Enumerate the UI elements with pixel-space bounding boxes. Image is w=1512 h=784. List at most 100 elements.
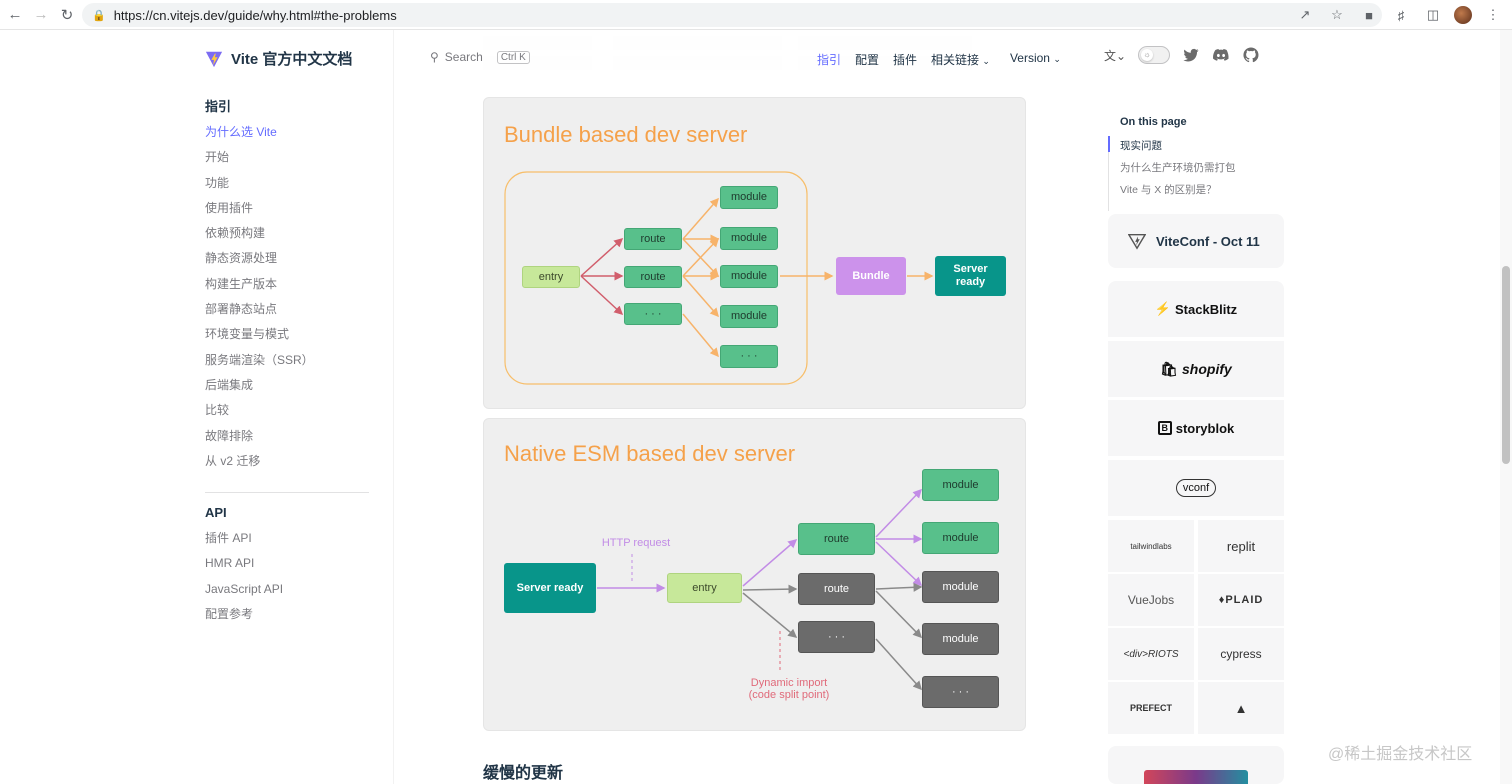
forward-icon[interactable]: → bbox=[33, 6, 49, 23]
sidebar-item-js-api[interactable]: JavaScript API bbox=[205, 581, 284, 596]
dynamic-import-text: Dynamic import bbox=[750, 677, 828, 689]
address-bar[interactable]: 🔒 https://cn.vitejs.dev/guide/why.html#t… bbox=[82, 3, 1382, 27]
watermark: @稀土掘金技术社区 bbox=[1328, 746, 1473, 763]
module-node: module bbox=[720, 305, 778, 328]
discord-icon[interactable] bbox=[1212, 46, 1230, 64]
page-scrollbar[interactable] bbox=[1500, 30, 1512, 784]
extension-icon[interactable]: ■ bbox=[1365, 7, 1373, 23]
nav-guide[interactable]: 指引 bbox=[817, 53, 842, 67]
scrollbar-thumb[interactable] bbox=[1502, 266, 1510, 464]
search-icon: ⚲ bbox=[430, 50, 439, 64]
bookmark-star-icon[interactable]: ☆ bbox=[1331, 7, 1343, 22]
share-icon[interactable]: ↗ bbox=[1299, 7, 1311, 22]
site-logo[interactable]: Vite 官方中文文档 bbox=[205, 48, 352, 69]
sidebar-item-why-vite[interactable]: 为什么选 Vite bbox=[205, 125, 277, 139]
sidebar-item-getting-started[interactable]: 开始 bbox=[205, 150, 230, 165]
back-icon[interactable]: ← bbox=[7, 6, 23, 23]
route-node: route bbox=[624, 228, 682, 250]
sponsor-divriots[interactable]: <div>RIOTS bbox=[1108, 628, 1194, 680]
nav-version-label: Version bbox=[1009, 51, 1050, 65]
toc-active-marker bbox=[1108, 136, 1110, 152]
translate-icon[interactable]: 文⌄ bbox=[1104, 48, 1127, 63]
sponsor-plaid[interactable]: ♦PLAID bbox=[1198, 574, 1284, 626]
theme-toggle[interactable]: ☼ bbox=[1138, 46, 1171, 64]
toc-item-vite-vs-x[interactable]: Vite 与 X 的区别是？ bbox=[1120, 184, 1217, 196]
plaid-icon: ♦ bbox=[1218, 594, 1226, 606]
sidebar-item-static-deploy[interactable]: 部署静态站点 bbox=[205, 302, 278, 317]
prefect-label: PREFECT bbox=[1129, 703, 1172, 713]
sun-icon: ☼ bbox=[1141, 49, 1154, 61]
toc-item-problems[interactable]: 现实问题 bbox=[1120, 140, 1162, 152]
nav-menu: 指引 配置 插件 相关链接 ⌄ Version ⌄ bbox=[817, 51, 1061, 68]
nav-version-dropdown[interactable]: Version ⌄ bbox=[1010, 51, 1061, 68]
http-request-label: HTTP request bbox=[601, 537, 671, 549]
sidebar-item-build[interactable]: 构建生产版本 bbox=[205, 276, 278, 291]
sidebar-item-plugin-api[interactable]: 插件 API bbox=[205, 531, 252, 545]
dynamic-import-label: Dynamic import (code split point) bbox=[734, 677, 844, 701]
sponsor-stackblitz[interactable]: ⚡StackBlitz bbox=[1108, 281, 1284, 337]
module-node: module bbox=[720, 265, 778, 288]
twitter-icon[interactable] bbox=[1182, 46, 1200, 64]
sponsor-replit[interactable]: replit bbox=[1198, 520, 1284, 572]
storyblok-label: storyblok bbox=[1175, 420, 1235, 436]
sidebar-item-dep-prebundling[interactable]: 依赖预构建 bbox=[205, 226, 266, 241]
search-button[interactable]: ⚲ Search Ctrl K bbox=[430, 50, 530, 64]
route-node-inactive: route bbox=[798, 573, 875, 605]
route-more-node: · · · bbox=[798, 621, 875, 653]
esm-diagram-title: Native ESM based dev server bbox=[504, 441, 796, 466]
toc-rail bbox=[1108, 136, 1109, 211]
server-ready-node: Server ready bbox=[935, 256, 1006, 296]
side-panel-icon[interactable]: ◫ bbox=[1426, 7, 1440, 22]
sidebar-item-assets[interactable]: 静态资源处理 bbox=[205, 251, 278, 266]
sponsor-cypress[interactable]: cypress bbox=[1198, 628, 1284, 680]
bolt-icon: ⚡ bbox=[1154, 301, 1172, 316]
sponsor-prefect[interactable]: PREFECT bbox=[1108, 682, 1194, 734]
cypress-label: cypress bbox=[1220, 647, 1262, 661]
puzzle-icon[interactable]: ♯ bbox=[1397, 7, 1405, 23]
sponsor-shopify[interactable]: 🛍shopify bbox=[1108, 341, 1284, 397]
viteconf-banner[interactable]: ViteConf - Oct 11 bbox=[1108, 214, 1284, 268]
sidebar-item-features[interactable]: 功能 bbox=[205, 175, 230, 190]
sidebar-item-ssr[interactable]: 服务端渲染（SSR） bbox=[205, 352, 314, 367]
sidebar-item-migration[interactable]: 从 v2 迁移 bbox=[205, 453, 261, 468]
nav-links-label: 相关链接 bbox=[931, 53, 980, 67]
route-node: route bbox=[624, 266, 682, 288]
nav-links-dropdown[interactable]: 相关链接 ⌄ bbox=[931, 51, 990, 68]
sidebar-item-backend[interactable]: 后端集成 bbox=[205, 377, 254, 392]
menu-dots-icon[interactable]: ⋮ bbox=[1486, 7, 1500, 22]
logo-text: Vite 官方中文文档 bbox=[231, 51, 353, 68]
sidebar-item-hmr-api[interactable]: HMR API bbox=[205, 556, 255, 571]
sidebar-item-comparisons[interactable]: 比较 bbox=[205, 403, 230, 418]
toc-item-why-bundle[interactable]: 为什么生产环境仍需打包 bbox=[1120, 162, 1236, 174]
vconf-label: vconf bbox=[1175, 479, 1217, 497]
lock-icon: 🔒 bbox=[92, 9, 106, 22]
module-node: module bbox=[720, 186, 778, 209]
sidebar-item-using-plugins[interactable]: 使用插件 bbox=[205, 200, 254, 215]
section-heading: 缓慢的更新 bbox=[483, 765, 564, 782]
sponsor-tailwind[interactable]: tailwindlabs bbox=[1108, 520, 1194, 572]
module-node: module bbox=[922, 469, 999, 501]
ad-thumbnail[interactable] bbox=[1144, 770, 1248, 784]
sidebar-item-config-ref[interactable]: 配置参考 bbox=[205, 606, 254, 621]
sponsor-vueconf[interactable]: vconf bbox=[1108, 460, 1284, 516]
stackblitz-label: StackBlitz bbox=[1175, 301, 1238, 317]
profile-avatar[interactable] bbox=[1454, 6, 1472, 24]
sidebar-item-troubleshooting[interactable]: 故障排除 bbox=[205, 428, 254, 443]
sidebar-guide-title: 指引 bbox=[205, 99, 232, 114]
nav-config[interactable]: 配置 bbox=[855, 53, 880, 67]
github-icon[interactable] bbox=[1242, 46, 1260, 64]
sidebar: Vite 官方中文文档 指引 为什么选 Vite 开始 功能 使用插件 依赖预构… bbox=[0, 30, 394, 784]
divriots-label: <div>RIOTS bbox=[1123, 648, 1179, 660]
browser-actions: ↗ ☆ ■ ♯ ◫ ⋮ bbox=[1294, 4, 1504, 26]
sponsor-vuejobs[interactable]: VueJobs bbox=[1108, 574, 1194, 626]
sidebar-item-env-mode[interactable]: 环境变量与模式 bbox=[205, 327, 290, 342]
toc-title: On this page bbox=[1120, 116, 1187, 128]
reload-icon[interactable]: ↻ bbox=[60, 6, 74, 24]
entry-node: entry bbox=[667, 573, 742, 603]
sponsor-mascot[interactable]: ▲ bbox=[1198, 682, 1284, 734]
module-node: module bbox=[922, 522, 999, 554]
nav-plugins[interactable]: 插件 bbox=[893, 53, 918, 67]
chevron-down-icon: ⌄ bbox=[1053, 54, 1061, 64]
viteconf-logo-icon bbox=[1128, 233, 1146, 250]
